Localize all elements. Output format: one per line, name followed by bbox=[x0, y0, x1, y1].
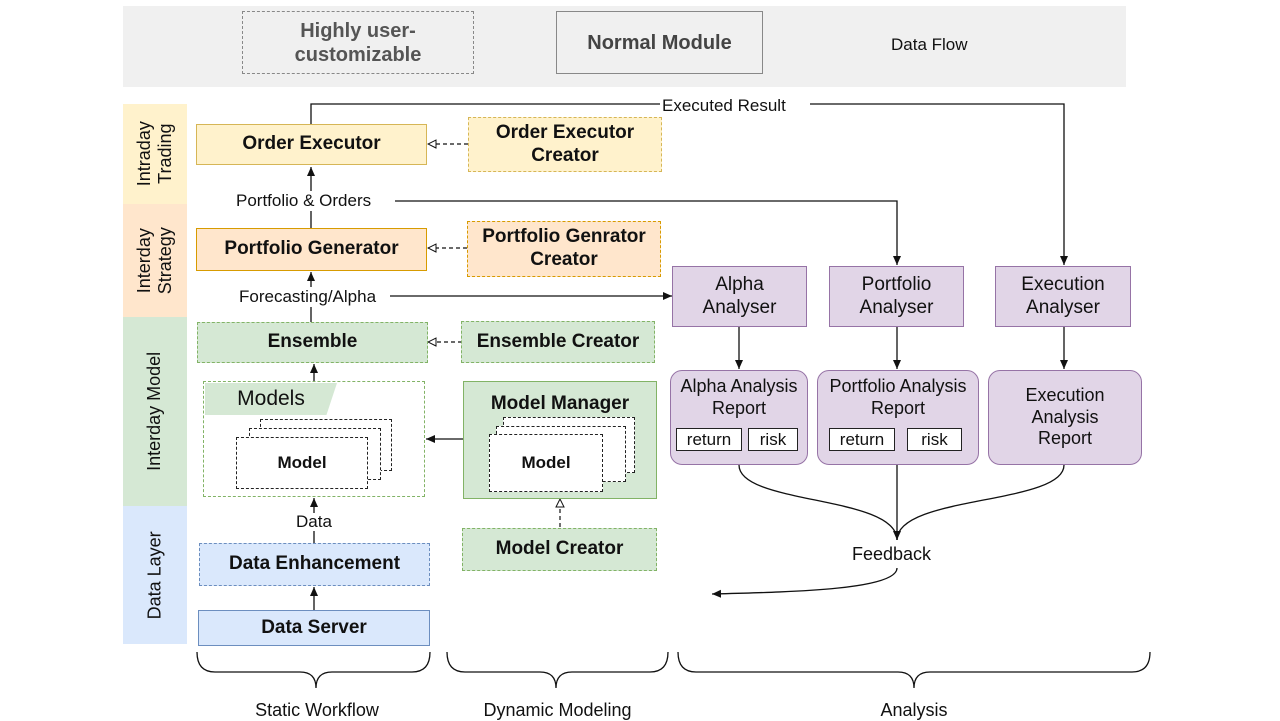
portfolio-orders-arrow bbox=[395, 200, 901, 265]
data-enhancement-box[interactable]: Data Enhancement bbox=[199, 543, 430, 586]
alpha-analyser-box[interactable]: Alpha Analyser bbox=[672, 266, 807, 327]
lane-data-layer: Data Layer bbox=[123, 506, 187, 644]
feedback-return-arrow bbox=[711, 567, 898, 598]
portfolio-risk-tag: risk bbox=[907, 428, 962, 451]
lane-interday-strategy-label: Interday Strategy bbox=[134, 226, 176, 295]
executed-result-label: Executed Result bbox=[660, 96, 788, 116]
alpha-return-tag: return bbox=[676, 428, 742, 451]
model-card-managed[interactable]: Model bbox=[489, 434, 603, 492]
dynamic-modeling-brace bbox=[446, 651, 669, 689]
lane-intraday-trading: Intraday Trading bbox=[123, 104, 187, 204]
data-server-box[interactable]: Data Server bbox=[198, 610, 430, 646]
static-workflow-label: Static Workflow bbox=[255, 700, 379, 720]
portfolio-analyser-box[interactable]: Portfolio Analyser bbox=[829, 266, 964, 327]
execution-analyser-box[interactable]: Execution Analyser bbox=[995, 266, 1131, 327]
lane-interday-model: Interday Model bbox=[123, 317, 187, 506]
legend-normal-module: Normal Module bbox=[556, 11, 763, 74]
alpha-feedback-curve bbox=[738, 464, 898, 541]
portfolio-generator-creator-box[interactable]: Portfolio Genrator Creator bbox=[467, 221, 661, 277]
alpha-risk-tag: risk bbox=[748, 428, 798, 451]
dynamic-modeling-label: Dynamic Modeling bbox=[483, 700, 632, 720]
execution-feedback-curve bbox=[893, 464, 1065, 541]
ensemble-box[interactable]: Ensemble bbox=[197, 322, 428, 363]
portfolio-generator-box[interactable]: Portfolio Generator bbox=[196, 228, 427, 271]
lane-intraday-trading-label: Intraday Trading bbox=[134, 121, 176, 187]
static-workflow-brace bbox=[196, 651, 431, 689]
portfolio-orders-label: Portfolio & Orders bbox=[236, 191, 372, 211]
lane-interday-strategy: Interday Strategy bbox=[123, 204, 187, 317]
portfolio-return-tag: return bbox=[829, 428, 895, 451]
execution-report-box[interactable]: Execution Analysis Report bbox=[988, 370, 1142, 465]
ensemble-creator-box[interactable]: Ensemble Creator bbox=[461, 321, 655, 363]
portfolio-report-title: Portfolio Analysis Report bbox=[829, 376, 967, 418]
order-executor-creator-box[interactable]: Order Executor Creator bbox=[468, 117, 662, 172]
alpha-report-title: Alpha Analysis Report bbox=[680, 376, 798, 418]
legend-data-flow-label: Data Flow bbox=[891, 35, 968, 54]
forecasting-alpha-label: Forecasting/Alpha bbox=[239, 287, 377, 307]
models-title: Models bbox=[205, 383, 337, 415]
feedback-label: Feedback bbox=[852, 544, 932, 565]
analysis-label: Analysis bbox=[880, 700, 948, 720]
analysis-brace bbox=[677, 651, 1151, 689]
model-manager-title: Model Manager bbox=[490, 393, 630, 414]
model-card-static[interactable]: Model bbox=[236, 437, 368, 489]
executed-result-line-left bbox=[310, 103, 660, 124]
lane-interday-model-label: Interday Model bbox=[144, 351, 165, 472]
model-creator-box[interactable]: Model Creator bbox=[462, 528, 657, 571]
executed-result-arrow bbox=[810, 103, 1068, 265]
legend-customizable: Highly user-customizable bbox=[242, 11, 474, 74]
order-executor-box[interactable]: Order Executor bbox=[196, 124, 427, 165]
data-flow-label: Data bbox=[296, 512, 332, 531]
lane-data-layer-label: Data Layer bbox=[144, 530, 165, 620]
